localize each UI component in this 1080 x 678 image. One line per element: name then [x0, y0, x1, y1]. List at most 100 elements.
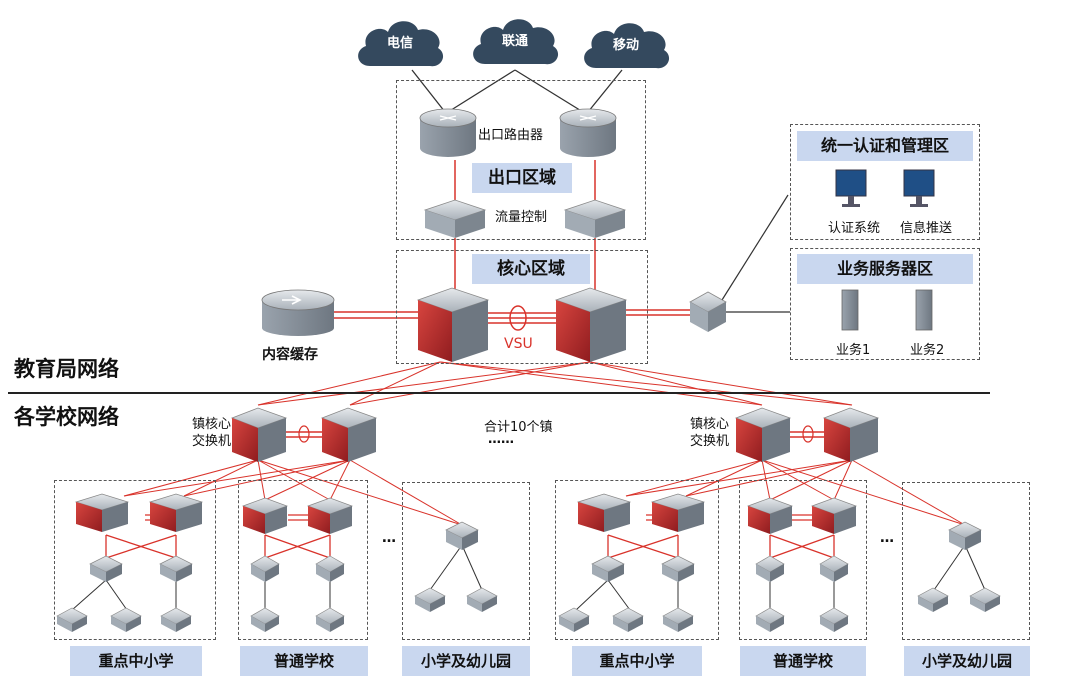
town-dots: …… — [488, 432, 514, 447]
school-uplinks-left — [123, 459, 463, 526]
auth-item-label: 认证系统 — [828, 221, 881, 236]
school-label-primary-left: 小学及幼儿园 — [402, 646, 530, 676]
access-switch-icon — [315, 607, 345, 632]
server-item-label: 业务2 — [910, 343, 945, 358]
server-links — [721, 194, 790, 313]
cloud-unicom: 联通 — [467, 12, 563, 72]
school-label-key-left: 重点中小学 — [70, 646, 202, 676]
access-switch-icon — [969, 587, 1001, 612]
server-tower-icon — [841, 289, 859, 331]
egress-router-icon — [559, 108, 617, 157]
core-zone — [396, 250, 648, 364]
cloud-label: 联通 — [501, 34, 528, 49]
auth-zone — [790, 124, 980, 240]
town-uplinks — [257, 361, 853, 406]
vsu-label: VSU — [504, 336, 533, 352]
school-zone-primary-right — [902, 482, 1030, 640]
school-core-switch-icon — [746, 497, 794, 534]
egress-router-icon — [419, 108, 477, 157]
access-switch-icon — [414, 587, 446, 612]
school-switch-icon — [948, 521, 982, 550]
school-aggregation-switch-icon — [159, 555, 193, 582]
school-core-switch-icon — [148, 493, 204, 532]
town-total-label: 合计10个镇 — [484, 420, 553, 435]
cloud-telecom: 电信 — [352, 14, 448, 74]
vsu-ring — [509, 305, 527, 331]
school-core-switch-icon — [241, 497, 289, 534]
flow-control-icon — [423, 199, 487, 238]
core-horizontal-links — [330, 309, 690, 324]
cloud-mobile: 移动 — [578, 16, 674, 76]
school-label-key-right: 重点中小学 — [572, 646, 702, 676]
egress-zone — [396, 80, 646, 240]
town-ring-right — [802, 425, 814, 443]
school-aggregation-switch-icon — [315, 555, 345, 582]
access-switch-icon — [110, 607, 142, 632]
school-core-switch-icon — [576, 493, 632, 532]
auth-item-label: 信息推送 — [900, 221, 953, 236]
flow-control-icon — [563, 199, 627, 238]
school-aggregation-switch-icon — [591, 555, 625, 582]
server-zone-title: 业务服务器区 — [797, 254, 973, 284]
school-network-label: 各学校网络 — [14, 405, 119, 429]
monitor-icon — [835, 169, 867, 207]
school-internal-red — [105, 514, 835, 559]
auth-zone-title: 统一认证和管理区 — [797, 131, 973, 161]
flow-control-label: 流量控制 — [495, 210, 548, 225]
school-aggregation-switch-icon — [89, 555, 123, 582]
access-switch-icon — [558, 607, 590, 632]
town-core-label-line1: 镇核心 — [192, 417, 232, 432]
cloud-label: 移动 — [612, 38, 639, 53]
school-internal-black — [71, 544, 986, 611]
school-zone-normal-left — [238, 480, 368, 640]
school-core-switch-icon — [810, 497, 858, 534]
access-switch-icon — [56, 607, 88, 632]
town-core-label-line2: 交换机 — [690, 434, 730, 449]
server-zone — [790, 248, 980, 360]
core-zone-title: 核心区域 — [472, 254, 590, 284]
town-core-label-line1: 镇核心 — [690, 417, 730, 432]
town-core-switch-icon — [230, 407, 288, 462]
school-core-switch-icon — [650, 493, 706, 532]
egress-zone-title: 出口区域 — [472, 163, 572, 193]
school-core-switch-icon — [74, 493, 130, 532]
uplink-lines — [411, 69, 623, 113]
town-core-links — [286, 431, 826, 438]
town-core-label-left: 镇核心 交换机 — [192, 416, 231, 450]
cloud-label: 电信 — [386, 36, 413, 51]
core-switch-icon — [416, 287, 490, 362]
cache-label: 内容缓存 — [262, 347, 318, 363]
school-core-switch-icon — [306, 497, 354, 534]
access-switch-icon — [250, 607, 280, 632]
access-switch-icon — [755, 607, 785, 632]
access-switch-icon — [612, 607, 644, 632]
server-access-switch-icon — [689, 291, 727, 332]
town-core-label-line2: 交换机 — [192, 434, 232, 449]
server-tower-icon — [915, 289, 933, 331]
school-label-normal-left: 普通学校 — [240, 646, 368, 676]
town-core-switch-icon — [320, 407, 378, 462]
ellipsis-left: … — [382, 530, 396, 546]
access-switch-icon — [466, 587, 498, 612]
school-zone-key-right — [555, 480, 719, 640]
access-switch-icon — [160, 607, 192, 632]
cache-server-icon — [261, 289, 335, 336]
server-item-label: 业务1 — [836, 343, 871, 358]
cloud-icon — [584, 23, 670, 69]
core-switch-icon — [554, 287, 628, 362]
school-aggregation-switch-icon — [755, 555, 785, 582]
school-aggregation-switch-icon — [819, 555, 849, 582]
access-switch-icon — [917, 587, 949, 612]
school-aggregation-switch-icon — [661, 555, 695, 582]
cloud-icon — [358, 21, 444, 67]
access-switch-icon — [662, 607, 694, 632]
school-zone-primary-left — [402, 482, 530, 640]
town-core-label-right: 镇核心 交换机 — [690, 416, 729, 450]
town-core-switch-icon — [822, 407, 880, 462]
school-switch-icon — [445, 521, 479, 550]
core-vertical-links — [454, 160, 596, 290]
